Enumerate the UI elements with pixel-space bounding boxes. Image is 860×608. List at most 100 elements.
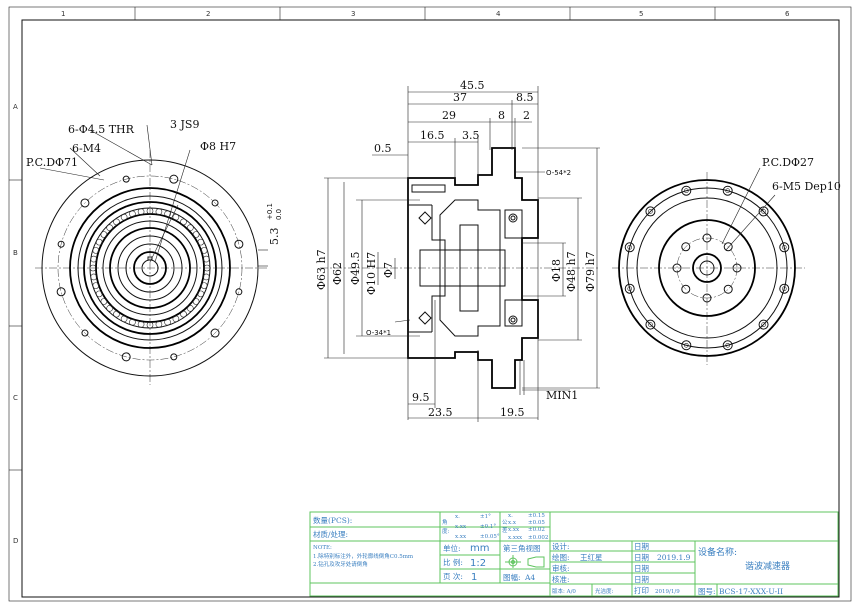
tb-unit: mm [470,543,489,554]
outer-bolt-hole-core [648,322,653,327]
outer-bolt-hole-core [725,188,731,194]
tb-lin-tol: ±0.02 [528,527,545,533]
roller [106,224,113,231]
outer-bolt-hole-core [761,322,766,327]
roller [146,321,154,329]
tb-material: 材质/处理: [313,529,348,539]
tb-date-2: 日期 [634,553,649,562]
roller [202,273,210,281]
flange-hole [210,328,220,338]
section-view: 45.5 37 8.5 29 8 2 16.5 3.5 0.5 Φ63 h7 Φ… [315,79,600,422]
rear-holes [624,185,790,351]
tb-angle-fmt: x.xx [455,534,467,540]
roller [89,264,97,272]
roller [155,320,163,328]
roller [203,264,211,272]
outer-bolt-hole-core [725,342,731,348]
tb-device-label: 设备名称: [698,546,737,558]
flange-hole [57,240,65,248]
outer-bolt-hole [722,185,733,196]
roller [200,282,208,289]
dim-8: 8 [498,109,505,122]
tb-drawn-by: 王红星 [580,552,603,562]
flange-hole [121,352,131,362]
tb-design: 设计: [552,541,570,551]
roller [137,320,145,328]
outer-bolt-hole [681,185,692,196]
roller [90,273,98,281]
tb-lin-fmt: x. [508,513,513,519]
roller [95,238,103,246]
tb-lin-fmt: x.xx [508,527,520,533]
tb-print-date: 2019/1/9 [655,589,680,595]
roller [172,315,180,323]
tb-lin-tol: ±0.15 [528,513,545,519]
grid-row-c: C [13,394,18,402]
outer-bolt-hole [758,319,769,330]
flange-hole [81,329,89,337]
inner-frame [21,19,840,598]
outer-bolt-hole-core [781,286,787,292]
roller [106,305,113,312]
tb-angle-label-1: 角 [442,518,448,526]
flange-hole [169,174,179,184]
flange-hole [211,199,219,207]
roller [95,290,103,298]
tb-angle-fmt: x.xx [455,524,467,530]
tb-drawing-no-label: 图号: [698,587,716,596]
dim-d18: Φ18 [550,259,563,282]
outer-frame [8,6,852,602]
outer-bolt-hole [779,283,790,294]
label-tapped: 6-M4 [72,142,101,155]
flange-hole [235,288,243,296]
outer-bolt-hole [779,242,790,253]
roller [100,298,108,305]
label-key-tol-upper: +0.1 [266,203,274,220]
grid-row-d: D [13,537,18,545]
tb-scale-label: 比 例: [443,557,463,567]
tb-lin-fmt: x.xxx [508,535,523,541]
dim-d48: Φ48 h7 [565,251,578,292]
tb-angle-tol: ±0.05° [480,534,500,540]
tb-drawn: 绘图: [552,552,570,562]
tb-finish: 光洁度: [595,587,614,595]
inner-tapped-hole [681,284,691,294]
dim-min1: MIN1 [546,389,578,402]
tb-date-drawn: 2019.1.9 [657,553,691,562]
dim-8-5: 8.5 [516,91,534,104]
grid-ticks: 1 2 3 4 5 6 A B C D [9,7,790,545]
left-front-view: 6-Φ4.5 THR 3 JS9 6-M4 Φ8 H7 P.C.DΦ71 5.3… [26,118,283,385]
inner-tapped-hole [702,233,712,243]
dim-19-5: 19.5 [500,406,525,419]
roller [113,310,120,318]
tb-date-3: 日期 [634,564,649,573]
inner-tapped-hole [702,293,712,303]
tb-note-2: 2.钻孔及攻牙处请倒角 [313,560,368,568]
grid-col-5: 5 [639,10,643,18]
roller [100,231,108,238]
outer-bolt-hole-core [781,244,787,250]
dim-d49-5: Φ49.5 [349,251,362,285]
grid-row-b: B [13,249,18,257]
tb-lin-label-2: 差 [502,526,508,534]
dim-d10: Φ10 H7 [365,252,378,295]
inner-tapped-hole [672,263,682,273]
tb-unit-label: 单位: [443,543,461,553]
outer-bolt-hole-core [648,209,653,214]
label-key-tol-lower: 0.0 [275,209,283,220]
flange-hole [56,287,66,297]
grid-row-a: A [13,103,18,111]
tb-angle-tol: ±0.1° [480,524,496,530]
roller [192,231,200,238]
label-tapped-m5: 6-M5 Dep10 [772,180,841,193]
grid-col-1: 1 [61,10,65,18]
flange-hole [170,353,178,361]
roller [155,208,163,216]
outer-bolt-hole [624,242,635,253]
grid-col-6: 6 [785,10,790,18]
roller [202,255,210,263]
roller [129,210,136,218]
label-key-depth: 5.3 [268,228,281,246]
